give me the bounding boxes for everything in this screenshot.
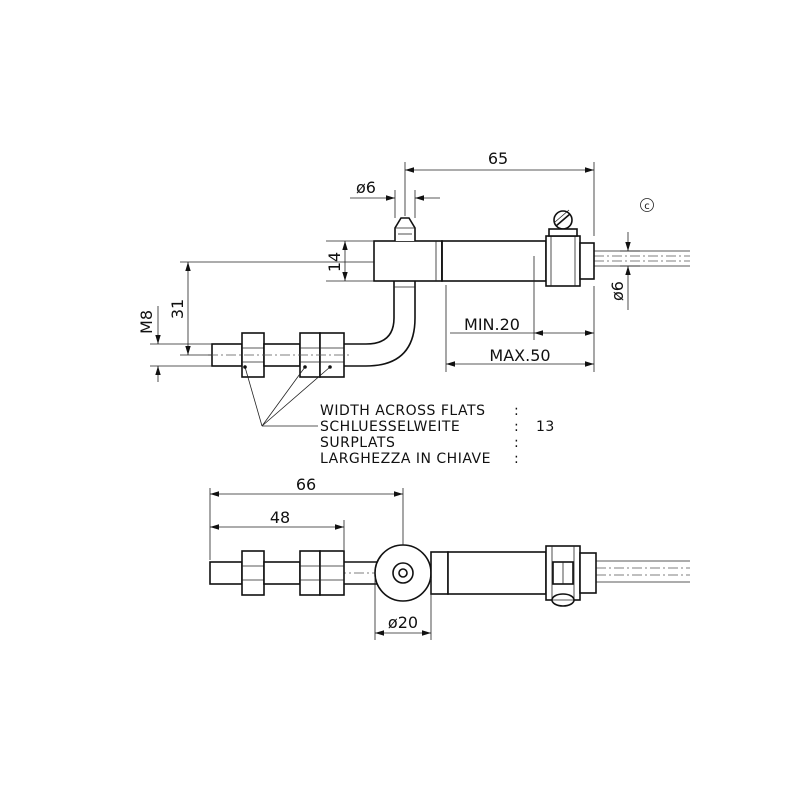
dim-31-label: 31 — [168, 299, 187, 319]
dim-overall-length: 65 — [404, 149, 595, 236]
dim-m8-label: M8 — [137, 310, 156, 334]
copyright-letter: c — [644, 201, 650, 212]
note-colon-3: : — [514, 435, 519, 451]
side-eye — [374, 544, 432, 602]
note-wrench-value: 13 — [536, 419, 555, 435]
dim-pin-diameter-label: ø6 — [356, 178, 376, 197]
side-clamp — [545, 545, 597, 607]
dim-max-insertion: MAX.50 — [445, 285, 594, 372]
dim-max50-label: MAX.50 — [489, 346, 550, 365]
copyright-mark: c — [640, 198, 654, 212]
dim-pin-diameter: ø6 — [350, 178, 440, 218]
side-threaded-end — [209, 550, 380, 596]
dim-min-insertion: MIN.20 — [450, 256, 595, 372]
dim-body-height: 14 — [325, 240, 374, 282]
note-colon-1: : — [514, 403, 519, 419]
swivel-body — [373, 240, 547, 282]
note-line-en: WIDTH ACROSS FLATS — [320, 403, 485, 419]
dim-min20-label: MIN.20 — [464, 315, 520, 334]
wrench-size-leaders — [243, 365, 332, 427]
note-line-fr: SURPLATS — [320, 435, 395, 451]
note-colon-2: : — [514, 419, 519, 435]
dim-side-thread: 48 — [210, 508, 345, 550]
wrench-size-note: WIDTH ACROSS FLATS SCHLUESSELWEITE SURPL… — [320, 403, 555, 467]
dim-48-label: 48 — [270, 508, 290, 527]
dim-cable-diameter-label: ø6 — [608, 281, 627, 301]
top-pin — [394, 217, 416, 241]
side-view: 66 48 ø20 — [209, 475, 690, 640]
dim-side-eye-diameter: ø20 — [374, 578, 432, 640]
dim-66-label: 66 — [296, 475, 316, 494]
note-line-it: LARGHEZZA IN CHIAVE — [320, 451, 491, 467]
threaded-end — [208, 332, 350, 378]
note-line-de: SCHLUESSELWEITE — [320, 419, 460, 435]
dim-65-label: 65 — [488, 149, 508, 168]
top-view: 65 ø6 14 31 M8 — [137, 149, 690, 427]
note-colon-4: : — [514, 451, 519, 467]
bent-tube — [344, 281, 416, 367]
dim-offset-height: 31 — [168, 261, 374, 356]
side-body — [430, 551, 547, 595]
dim-side-overall: 66 — [209, 475, 404, 560]
dim-eye-diameter-label: ø20 — [388, 613, 418, 632]
dim-cable-diameter: ø6 — [608, 232, 640, 310]
cable-clamp — [545, 209, 595, 287]
dim-thread: M8 — [137, 306, 212, 382]
